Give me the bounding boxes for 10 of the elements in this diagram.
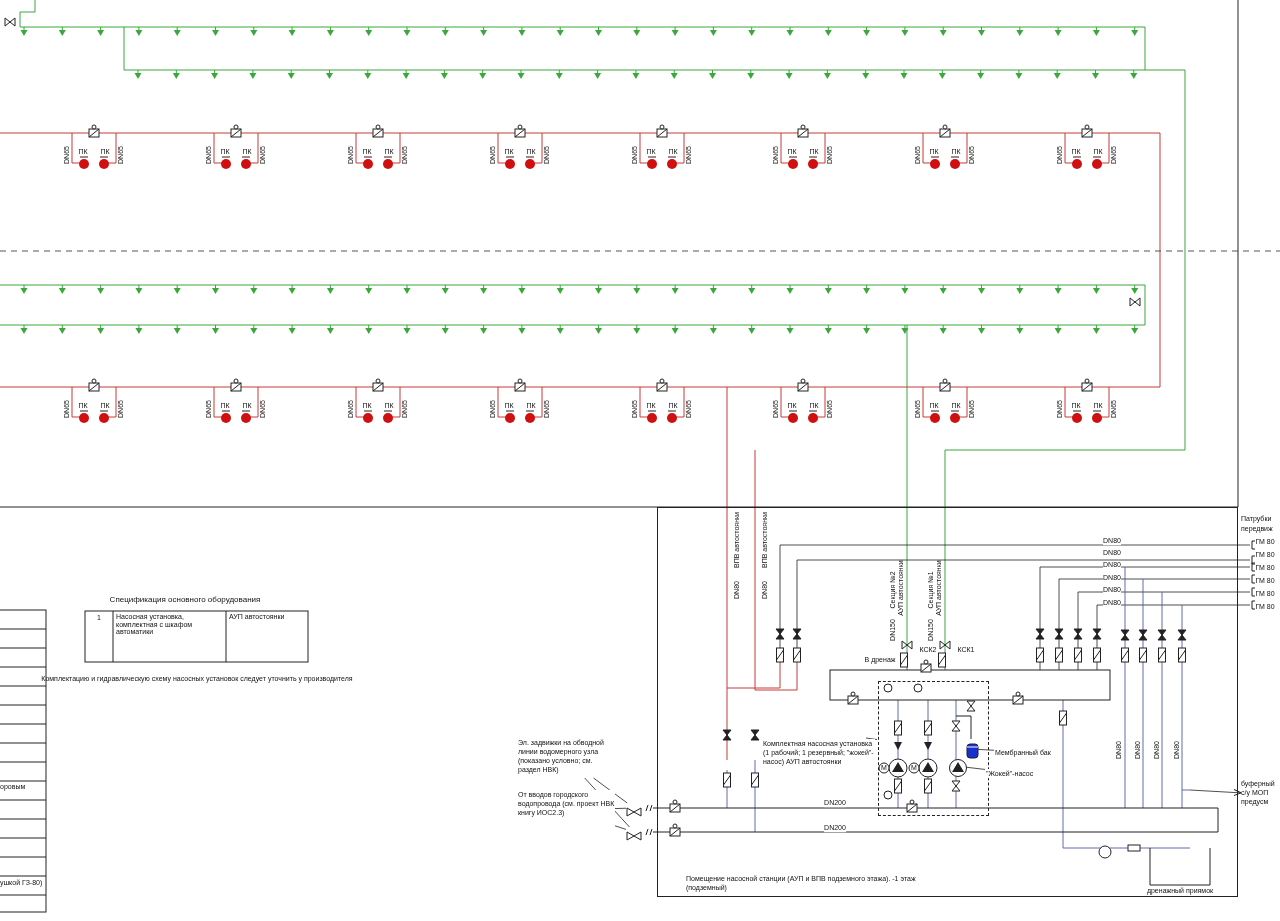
leader-line bbox=[614, 807, 627, 809]
leader-line bbox=[614, 825, 627, 830]
leader-line bbox=[964, 766, 986, 770]
leader-line bbox=[865, 737, 878, 740]
leader-line bbox=[593, 777, 628, 804]
drawing-label: Спецификация основного оборудования bbox=[109, 595, 261, 605]
room-frame bbox=[657, 507, 1238, 897]
membrane-tank bbox=[966, 741, 979, 761]
pump-symbol bbox=[949, 759, 967, 777]
leader-line bbox=[976, 748, 995, 751]
